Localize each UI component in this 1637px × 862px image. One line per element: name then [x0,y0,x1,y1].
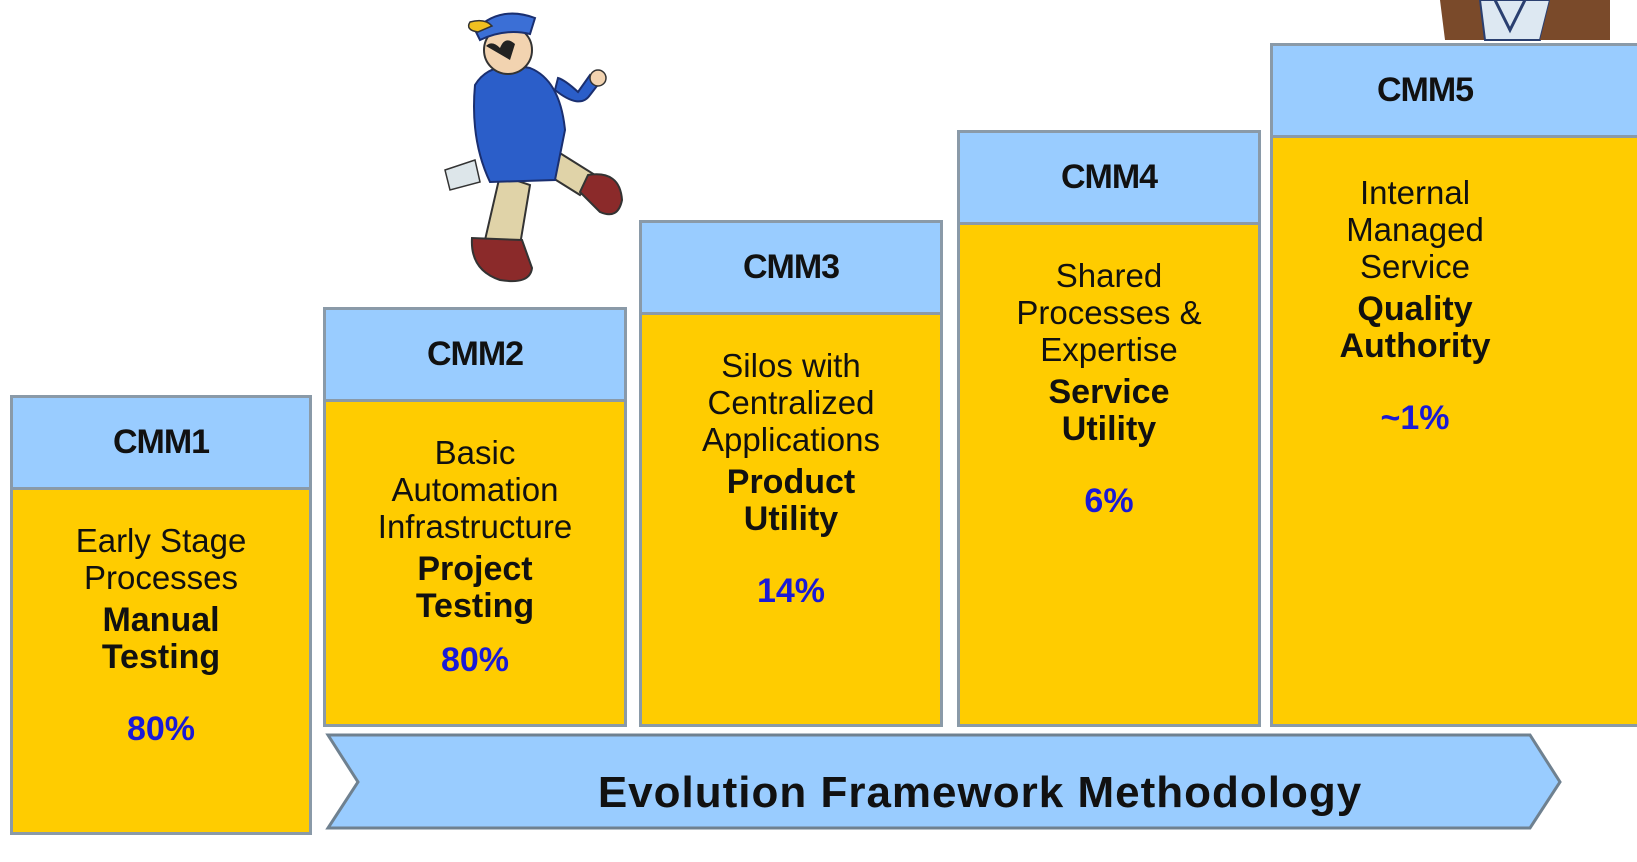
step-service-line: Quality [1357,290,1473,328]
step-percent: 80% [440,641,510,679]
step-description-line: Managed [1346,211,1484,248]
step-percent: 80% [126,710,196,748]
step-cmm1: CMM1 Early Stage Processes Manual Testin… [10,395,312,835]
step-header: CMM5 [1273,46,1637,138]
step-body: Basic Automation Infrastructure Project … [326,402,624,680]
partial-figure-icon [1440,0,1610,41]
step-description-line: Early Stage [75,522,247,559]
arrow-label: Evolution Framework Methodology [597,768,1363,817]
step-cmm3: CMM3 Silos with Centralized Applications… [639,220,943,727]
step-description-line: Infrastructure [377,508,573,545]
step-description-line: Basic [434,434,516,471]
walking-person-icon [444,12,624,283]
step-percent: 14% [756,572,826,610]
step-header: CMM1 [13,398,309,490]
step-cmm5: CMM5 Internal Managed Service Quality Au… [1270,43,1637,727]
step-description-line: Centralized [707,384,875,421]
step-body: Internal Managed Service Quality Authori… [1273,138,1637,438]
step-body: Shared Processes & Expertise Service Uti… [960,225,1258,521]
step-percent: 6% [1084,482,1134,520]
step-header: CMM2 [326,310,624,402]
step-description-line: Silos with [721,347,861,384]
step-service-line: Product [726,463,856,501]
step-service-line: Utility [1061,410,1157,448]
step-cmm4: CMM4 Shared Processes & Expertise Servic… [957,130,1261,727]
step-body: Early Stage Processes Manual Testing 80% [13,490,309,749]
step-description-line: Expertise [1040,331,1178,368]
step-service-line: Utility [743,500,839,538]
step-cmm2: CMM2 Basic Automation Infrastructure Pro… [323,307,627,727]
step-description-line: Processes [83,559,239,596]
step-percent: ~1% [1380,399,1450,437]
step-service-line: Manual [102,601,220,639]
step-body: Silos with Centralized Applications Prod… [642,315,940,611]
step-service-line: Authority [1339,327,1491,365]
step-description-line: Processes & [1016,294,1202,331]
step-header: CMM3 [642,223,940,315]
step-description-line: Automation [391,471,559,508]
arrow-shape [325,733,1562,830]
step-service-line: Project [417,550,533,588]
step-description-line: Internal [1359,174,1471,211]
step-service-line: Testing [415,587,535,625]
step-service-line: Service [1048,373,1170,411]
step-service-line: Testing [101,638,221,676]
step-description-line: Service [1359,248,1471,285]
step-header: CMM4 [960,133,1258,225]
step-description-line: Shared [1055,257,1163,294]
step-description-line: Applications [702,421,880,458]
